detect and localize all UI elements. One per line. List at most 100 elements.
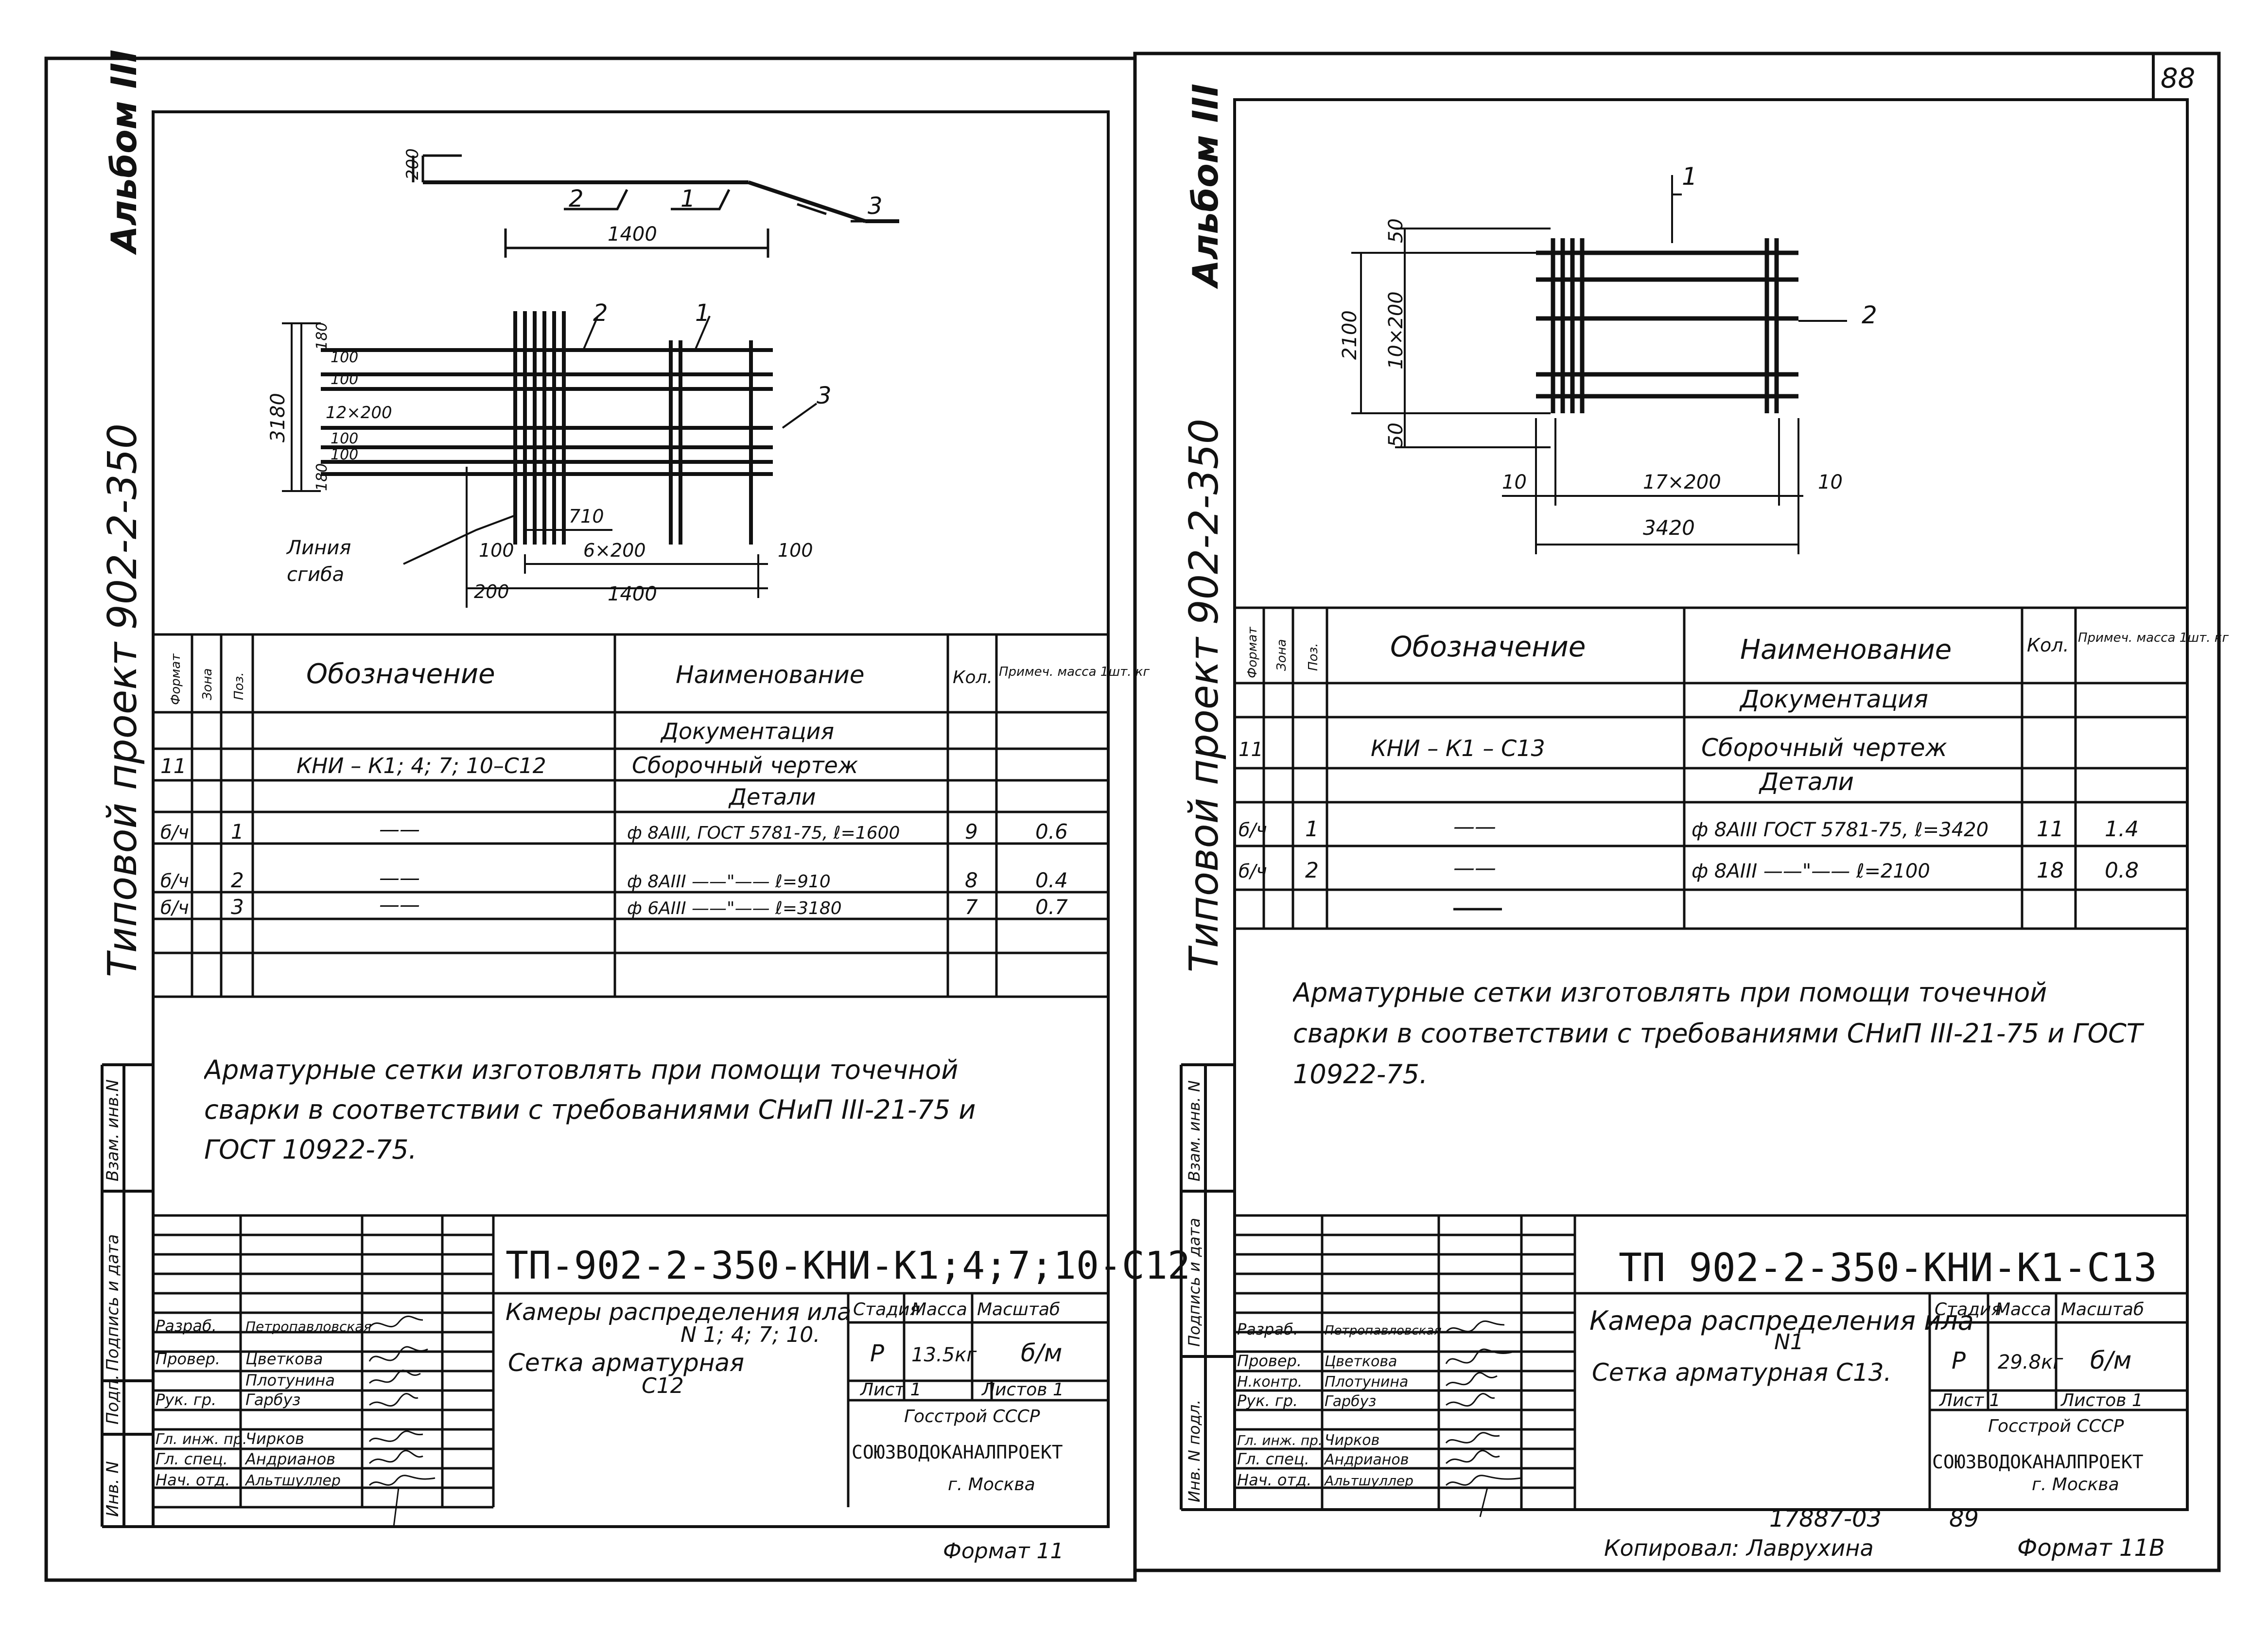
right-title-code: ТП 902-2-350-КНИ-К1-С13 bbox=[1619, 1245, 2157, 1290]
right-title-org-1: Госстрой СССР bbox=[1988, 1416, 2124, 1436]
right-spec-h-name: Наименование bbox=[1740, 634, 1952, 666]
right-person-6: Андрианов bbox=[1324, 1451, 1409, 1468]
right-spec-row1-format: б/ч bbox=[1239, 819, 1267, 841]
left-role-6: Гл. спец. bbox=[156, 1450, 228, 1468]
left-role-5: Гл. инж. пр. bbox=[156, 1431, 247, 1448]
right-dim-10x200: 10×200 bbox=[1385, 291, 1407, 370]
left-title-org-3: г. Москва bbox=[948, 1475, 1035, 1495]
left-top-pos-2: 2 bbox=[569, 185, 584, 212]
right-album-label: Альбом III bbox=[1185, 84, 1226, 289]
right-spec-doc-format: 11 bbox=[1239, 739, 1263, 761]
left-title-name-1: Камеры распределения ила bbox=[506, 1299, 851, 1326]
right-role-4: Рук. гр. bbox=[1237, 1391, 1298, 1410]
left-title-sheets: Листов 1 bbox=[981, 1380, 1064, 1400]
left-top-len: 1400 bbox=[608, 223, 657, 246]
left-spec-h-qty: Кол. bbox=[953, 668, 993, 687]
left-spec-h-note: Примеч. масса 1шт. кг bbox=[999, 665, 1150, 679]
left-dim-100c: 100 bbox=[331, 430, 358, 447]
left-title-org-1: Госстрой СССР bbox=[904, 1407, 1040, 1426]
right-spec-doc-name: Сборочный чертеж bbox=[1701, 734, 1947, 762]
left-album-label: Альбом III bbox=[104, 50, 144, 255]
left-side-view bbox=[412, 154, 899, 258]
left-dim-200: 200 bbox=[474, 581, 509, 602]
right-title-stage-h: Стадия bbox=[1935, 1300, 2002, 1320]
left-dim-100-low-a: 100 bbox=[479, 540, 514, 561]
right-spec-doc-designation: КНИ – К1 – С13 bbox=[1371, 735, 1545, 761]
left-title-code: ТП-902-2-350-КНИ-К1;4;7;10-С12 bbox=[506, 1244, 1190, 1288]
left-spec-section-parts: Детали bbox=[728, 784, 816, 810]
left-sheet: Альбом III Типовой проект 902-2-350 Инв.… bbox=[100, 50, 1190, 1564]
left-spec-row3-mass: 0.7 bbox=[1035, 895, 1068, 919]
left-spec-row2-name: ф 8АIII ——"—— ℓ=910 bbox=[627, 872, 831, 892]
left-title-sheet: Лист 1 bbox=[859, 1380, 922, 1400]
right-copied-by: Копировал: Лаврухина bbox=[1604, 1535, 1874, 1561]
left-dim-710: 710 bbox=[569, 506, 604, 527]
right-spec-row2-designation: —— bbox=[1453, 856, 1496, 880]
right-role-6: Гл. спец. bbox=[1237, 1450, 1309, 1468]
left-spec-h-zone: Зона bbox=[200, 668, 215, 700]
left-title-name-4: С12 bbox=[642, 1373, 684, 1398]
right-spec-h-note: Примеч. масса 1шт. кг bbox=[2078, 631, 2229, 645]
right-pos-1: 1 bbox=[1682, 162, 1697, 191]
left-spec-row2-designation: —— bbox=[379, 866, 420, 890]
left-signatures bbox=[368, 1316, 436, 1527]
right-person-7: Альтшуллер bbox=[1324, 1473, 1413, 1489]
left-stamp-2: Подп. bbox=[103, 1374, 122, 1425]
left-spec-h-designation: Обозначение bbox=[306, 658, 495, 690]
left-spec-grid bbox=[153, 633, 1108, 998]
left-frame bbox=[152, 110, 1110, 1528]
right-role-1: Разраб. bbox=[1237, 1320, 1298, 1338]
right-person-3: Плотунина bbox=[1325, 1373, 1408, 1391]
right-title-org-3: г. Москва bbox=[2032, 1475, 2119, 1495]
right-spec-row1-designation: —— bbox=[1453, 814, 1496, 839]
right-title-mass: 29.8кг bbox=[1998, 1351, 2063, 1373]
left-title-mass: 13.5кг bbox=[911, 1344, 977, 1366]
right-spec-section-doc: Документация bbox=[1739, 685, 1928, 713]
left-title-mass-h: Масса bbox=[911, 1300, 967, 1320]
left-spec-row2-mass: 0.4 bbox=[1035, 868, 1068, 892]
right-title-grid bbox=[1235, 1214, 2187, 1510]
left-spec-row3-designation: —— bbox=[379, 893, 420, 916]
right-stamp-3: Взам. инв. N bbox=[1185, 1080, 1204, 1181]
right-title-sheet: Лист 1 bbox=[1938, 1391, 2001, 1410]
left-spec-section-doc: Документация bbox=[660, 718, 834, 744]
right-dim-2100: 2100 bbox=[1339, 310, 1361, 360]
left-spec-h-format: Формат bbox=[169, 653, 183, 705]
left-role-2: Провер. bbox=[156, 1350, 220, 1368]
left-role-1: Разраб. bbox=[156, 1317, 217, 1335]
left-title-name-2: N 1; 4; 7; 10. bbox=[680, 1322, 820, 1347]
right-dim-50b: 50 bbox=[1385, 422, 1407, 447]
left-title-name-3: Сетка арматурная bbox=[508, 1349, 744, 1377]
left-spec-row2-format: б/ч bbox=[160, 870, 189, 892]
right-page-number: 88 bbox=[2161, 63, 2195, 94]
left-spec-h-pos: Поз. bbox=[232, 672, 246, 700]
left-spec-row3-pos: 3 bbox=[231, 895, 244, 919]
left-role-7: Нач. отд. bbox=[156, 1471, 230, 1489]
right-spec-row2-name: ф 8АIII ——"—— ℓ=2100 bbox=[1692, 860, 1930, 882]
left-bend-label-1: Линия bbox=[286, 537, 351, 559]
right-spec-row1-mass: 1.4 bbox=[2105, 817, 2139, 842]
left-spec-doc-designation: КНИ – К1; 4; 7; 10–С12 bbox=[297, 754, 546, 778]
left-person-1: Петропавловская bbox=[245, 1319, 371, 1335]
right-title-name-2: N1 bbox=[1774, 1330, 1804, 1355]
right-spec-row2-pos: 2 bbox=[1305, 858, 1319, 883]
right-role-7: Нач. отд. bbox=[1237, 1471, 1311, 1489]
left-dim-1400: 1400 bbox=[608, 583, 657, 605]
left-dim-height: 3180 bbox=[267, 393, 289, 442]
left-dim-180a: 180 bbox=[314, 322, 331, 350]
right-title-stage: Р bbox=[1952, 1347, 1966, 1374]
left-format: Формат 11 bbox=[943, 1539, 1064, 1564]
left-pos-2: 2 bbox=[593, 299, 608, 327]
right-footer-number: 17887-03 bbox=[1769, 1505, 1882, 1532]
left-dim-100-low-b: 100 bbox=[778, 540, 813, 561]
left-spec-row3-name: ф 6АIII ——"—— ℓ=3180 bbox=[627, 898, 842, 918]
right-spec-h-format: Формат bbox=[1245, 627, 1260, 678]
right-dim-50a: 50 bbox=[1385, 218, 1407, 243]
left-dim-180b: 180 bbox=[314, 463, 331, 491]
left-spec-row3-qty: 7 bbox=[965, 895, 978, 919]
right-dim-17x200: 17×200 bbox=[1643, 471, 1721, 493]
left-spec-row2-qty: 8 bbox=[965, 868, 978, 892]
right-title-scale-h: Масштаб bbox=[2061, 1300, 2144, 1320]
right-spec-row2-mass: 0.8 bbox=[2105, 858, 2139, 883]
left-dim-12x200: 12×200 bbox=[326, 403, 392, 422]
